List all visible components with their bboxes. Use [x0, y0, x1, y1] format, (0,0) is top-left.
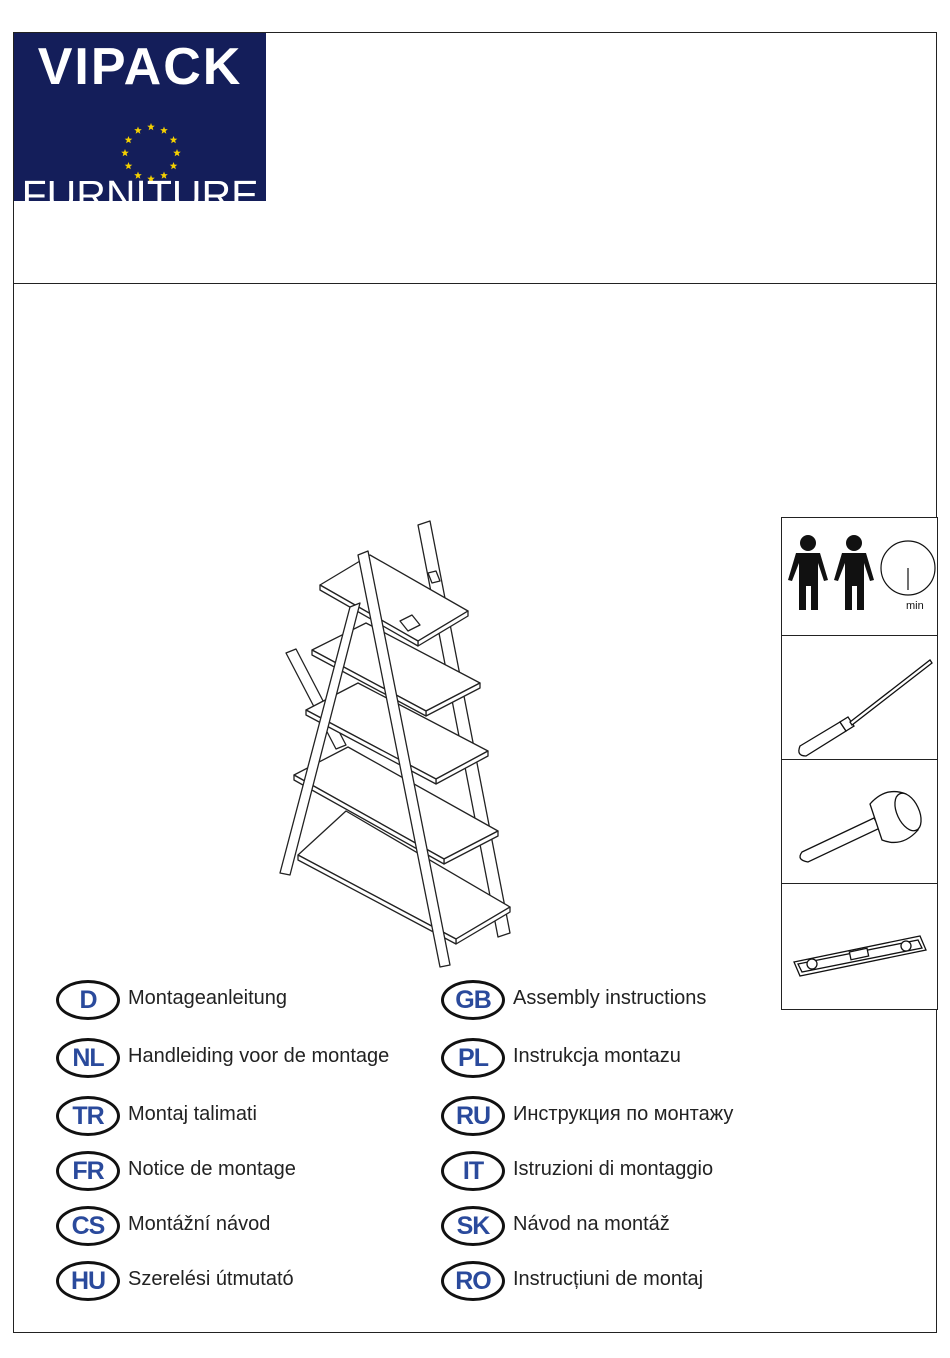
spirit-level-icon	[794, 936, 926, 976]
language-code-badge: NL	[56, 1038, 120, 1078]
logo-wordmark: VIPACK	[14, 39, 266, 95]
language-row-nl: NL Handleiding voor de montage	[56, 1038, 386, 1082]
language-row-d: D Montageanleitung	[56, 980, 386, 1024]
language-label: Montaj talimati	[128, 1101, 257, 1127]
language-code-badge: CS	[56, 1206, 120, 1246]
language-code-badge: HU	[56, 1261, 120, 1301]
language-code-badge: SK	[441, 1206, 505, 1246]
mallet-cell	[781, 759, 938, 885]
language-label: Montageanleitung	[128, 985, 287, 1011]
persons-time-cell: min	[781, 517, 938, 637]
language-code-badge: RU	[441, 1096, 505, 1136]
language-code-badge: IT	[441, 1151, 505, 1191]
language-row-hu: HU Szerelési útmutató	[56, 1261, 386, 1305]
language-code-badge: PL	[441, 1038, 505, 1078]
language-row-gb: GB Assembly instructions	[441, 980, 771, 1024]
clock-icon	[881, 541, 935, 595]
language-code-badge: RO	[441, 1261, 505, 1301]
eu-star-icon	[121, 149, 129, 156]
language-label: Szerelési útmutató	[128, 1266, 294, 1292]
language-label: Istruzioni di montaggio	[513, 1156, 713, 1182]
eu-star-icon	[170, 162, 178, 169]
language-label: Handleiding voor de montage	[128, 1043, 389, 1069]
language-code-badge: GB	[441, 980, 505, 1020]
language-label: Инструкция по монтажу	[513, 1101, 733, 1127]
language-row-pl: PL Instrukcja montazu	[441, 1038, 771, 1082]
ladder-shelf-illustration	[270, 515, 520, 970]
mallet-icon	[800, 789, 926, 862]
eu-star-icon	[125, 162, 133, 169]
screwdriver-icon	[799, 660, 932, 756]
two-persons-icon	[788, 535, 874, 610]
eu-star-icon	[160, 126, 168, 133]
language-row-ro: RO Instrucțiuni de montaj	[441, 1261, 771, 1305]
language-code-badge: FR	[56, 1151, 120, 1191]
language-row-it: IT Istruzioni di montaggio	[441, 1151, 771, 1195]
time-unit-label: min	[906, 600, 924, 612]
vipack-logo: VIPACK FURNITURE	[14, 33, 266, 201]
eu-star-icon	[173, 149, 181, 156]
language-row-cs: CS Montážní návod	[56, 1206, 386, 1250]
screwdriver-cell	[781, 635, 938, 761]
language-row-ru: RU Инструкция по монтажу	[441, 1096, 771, 1140]
logo-subtitle: FURNITURE	[14, 173, 266, 217]
eu-star-icon	[147, 123, 155, 130]
eu-star-icon	[134, 126, 142, 133]
eu-star-icon	[170, 136, 178, 143]
language-code-badge: TR	[56, 1096, 120, 1136]
language-label: Instrucțiuni de montaj	[513, 1266, 703, 1292]
language-label: Instrukcja montazu	[513, 1043, 681, 1069]
language-label: Notice de montage	[128, 1156, 296, 1182]
language-code-badge: D	[56, 980, 120, 1020]
language-label: Assembly instructions	[513, 985, 706, 1011]
header-divider	[13, 283, 937, 284]
language-row-sk: SK Návod na montáž	[441, 1206, 771, 1250]
language-row-fr: FR Notice de montage	[56, 1151, 386, 1195]
language-label: Návod na montáž	[513, 1211, 670, 1237]
eu-star-icon	[125, 136, 133, 143]
tools-panel: min	[781, 517, 938, 1010]
language-label: Montážní návod	[128, 1211, 270, 1237]
spirit-level-cell	[781, 883, 938, 1010]
language-row-tr: TR Montaj talimati	[56, 1096, 386, 1140]
